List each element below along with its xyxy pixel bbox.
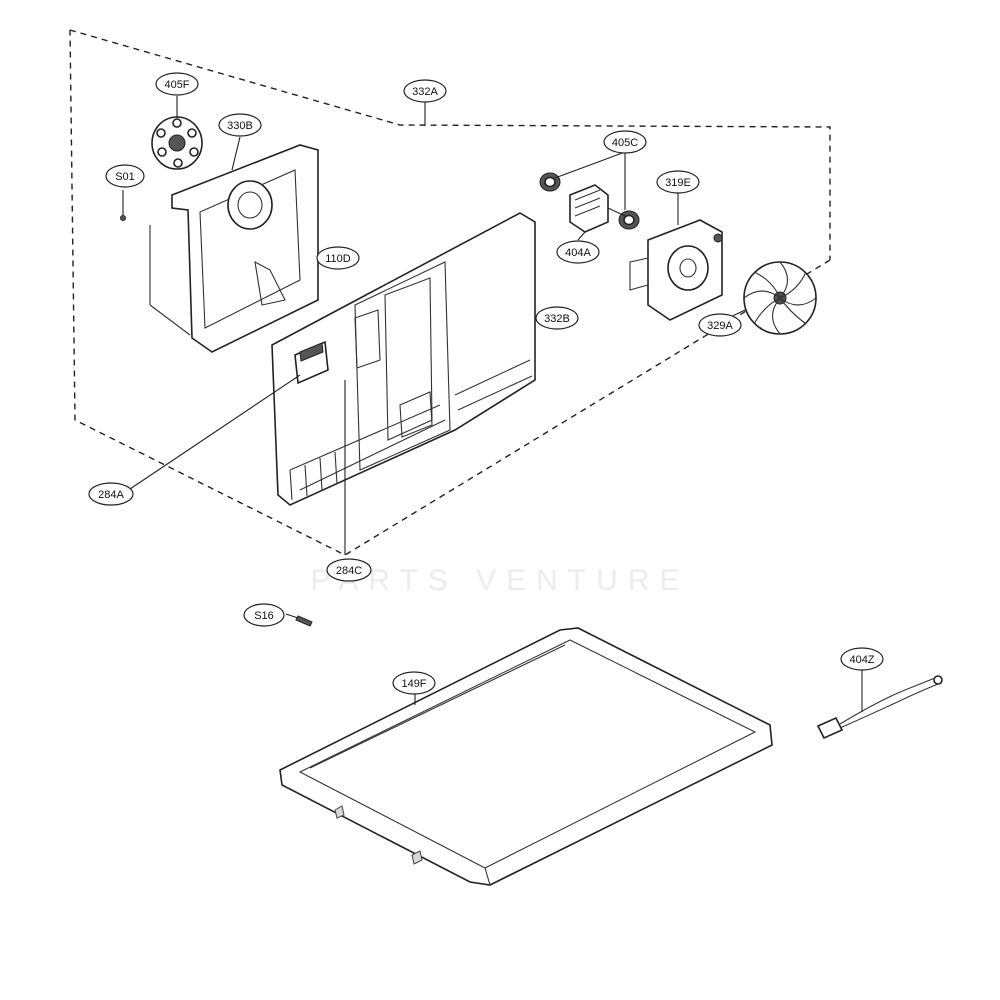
callout-332b-label: 332B (544, 313, 570, 325)
callout-405c-label: 405C (612, 137, 638, 149)
part-s01-screw (120, 190, 126, 221)
callout-330b-label: 330B (227, 120, 253, 132)
callout-404z-label: 404Z (849, 654, 874, 666)
callout-149f-label: 149F (401, 678, 426, 690)
callout-284a-label: 284A (98, 489, 124, 501)
callout-329a-label: 329A (707, 320, 733, 332)
callout-284c-label: 284C (336, 565, 362, 577)
part-284a-bracket (294, 340, 329, 385)
callout-s16: S16 (243, 603, 285, 627)
callout-404a: 404A (556, 240, 600, 264)
part-149f-glass-shelf (279, 627, 773, 886)
part-404a-fan-motor (569, 184, 626, 233)
callout-s01-label: S01 (115, 171, 135, 183)
part-405f-fan-disc (151, 116, 203, 170)
callout-284c: 284C (326, 558, 372, 582)
callout-332a-label: 332A (412, 86, 438, 98)
callout-404z: 404Z (840, 647, 884, 671)
callout-s01: S01 (105, 164, 145, 188)
callout-110d: 110D (316, 246, 360, 270)
callout-405f: 405F (155, 72, 199, 96)
callout-405f-label: 405F (164, 79, 189, 91)
part-332b-cover-panel (271, 212, 536, 506)
part-329a-fan-blade (743, 261, 817, 335)
part-s16-screw (295, 615, 313, 627)
part-319e-motor-mount (629, 219, 723, 321)
leader-lines (129, 96, 863, 712)
callout-404a-label: 404A (565, 247, 591, 259)
callout-329a: 329A (698, 313, 742, 337)
callout-149f: 149F (392, 671, 436, 695)
callout-330b: 330B (218, 113, 262, 137)
callout-284a: 284A (88, 482, 134, 506)
callout-319e-label: 319E (665, 177, 691, 189)
callout-332b: 332B (535, 306, 579, 330)
callout-332a: 332A (403, 79, 447, 103)
part-330b-fan-shroud (149, 144, 319, 353)
watermark-text: PARTS VENTURE (311, 564, 690, 597)
callout-405c: 405C (603, 130, 647, 154)
callout-s16-label: S16 (254, 610, 274, 622)
assembly-boundary (69, 29, 831, 556)
callout-110d-label: 110D (325, 253, 351, 265)
callout-319e: 319E (656, 170, 700, 194)
part-404z-wire-harness (816, 675, 943, 740)
